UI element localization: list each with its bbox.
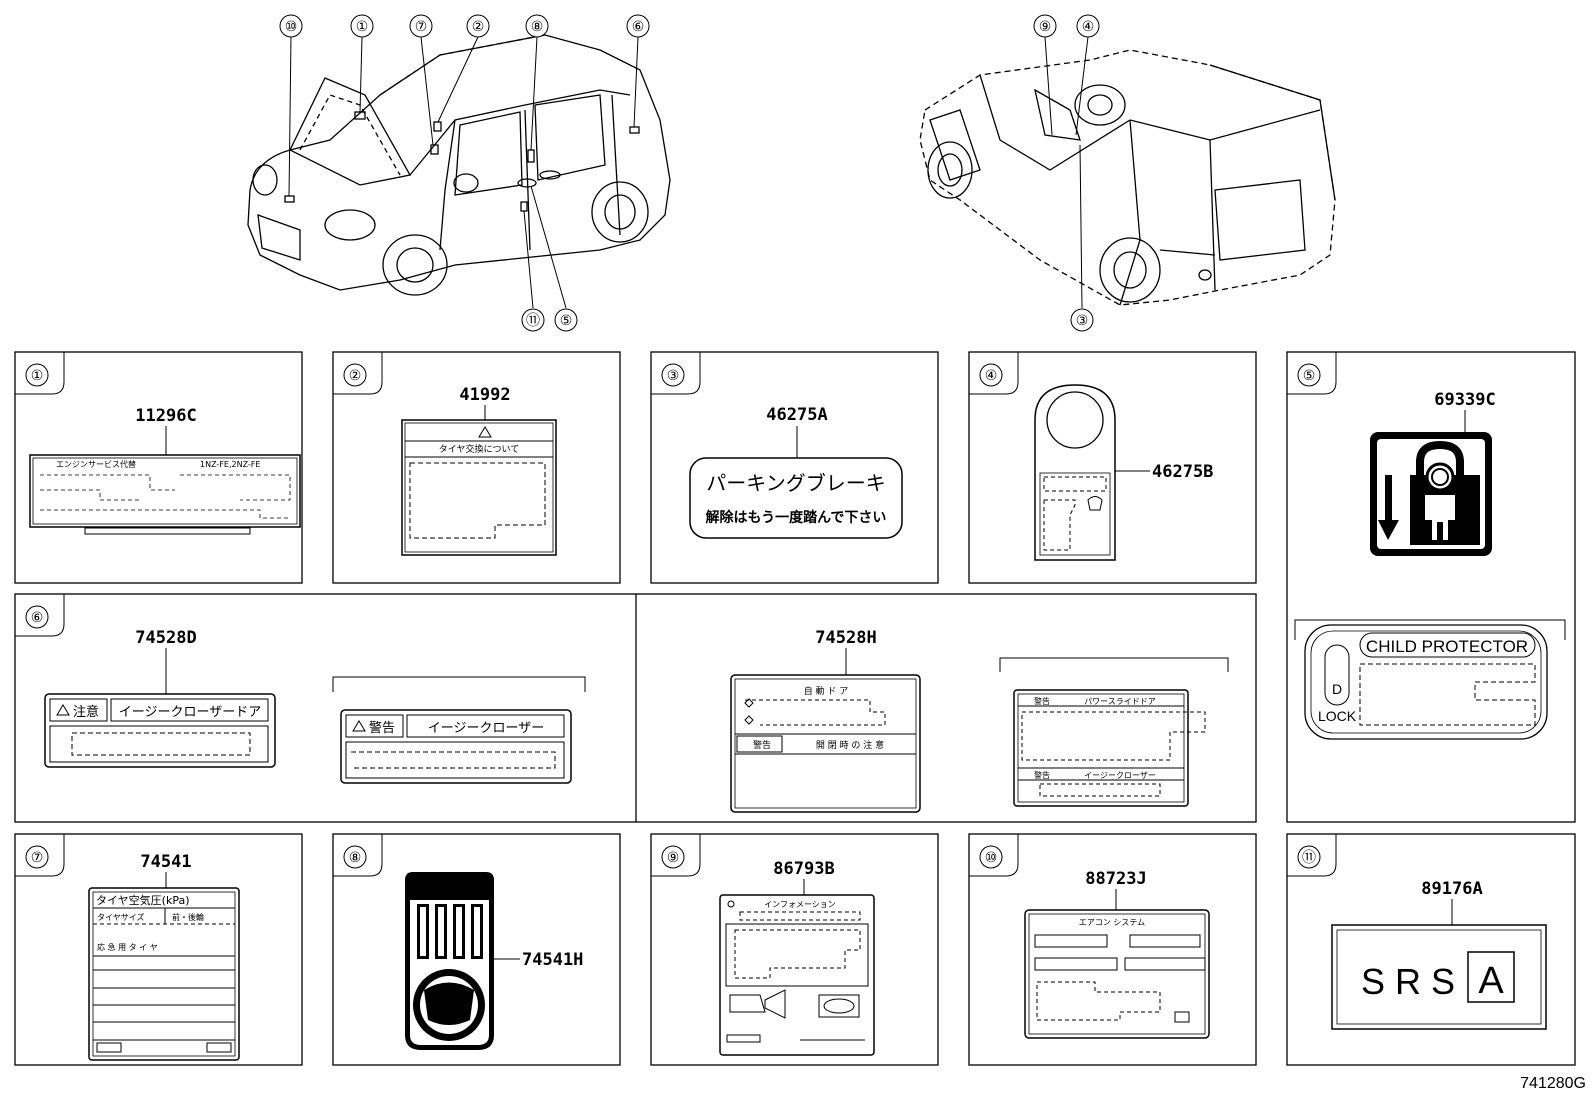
part-number: 11296C xyxy=(135,406,196,426)
panel-number: ⑦ xyxy=(31,850,44,866)
svg-text:応 急 用 タ イ ヤ: 応 急 用 タ イ ヤ xyxy=(97,942,158,952)
svg-text:自 動 ド ア: 自 動 ド ア xyxy=(804,685,849,697)
callout-circle: ⑪ xyxy=(521,308,545,332)
svg-text:前・後輪: 前・後輪 xyxy=(172,912,204,922)
svg-text:⑧: ⑧ xyxy=(531,19,544,35)
panel-number: ⑩ xyxy=(985,850,998,866)
panel-6-auto-door-labels: 74528H 自 動 ド ア 警告 開 閉 時 の 注 意 警告 パワースライド… xyxy=(730,628,1229,813)
panel-11-srs-label: 89176A S R S A xyxy=(1331,879,1547,1030)
panel-4-hang-tag: 46275B xyxy=(1034,384,1213,561)
panel-frames xyxy=(14,351,1576,1066)
panel-8-fuel-label: 74541H xyxy=(405,872,583,1050)
panel-2-tire-label: 41992 タイヤ交換について xyxy=(401,385,557,556)
panel-9-information-label: 86793B インフォメーション xyxy=(719,859,875,1056)
svg-text:インフォメーション: インフォメーション xyxy=(764,900,836,909)
svg-text:⑤: ⑤ xyxy=(560,313,573,329)
svg-text:②: ② xyxy=(472,19,485,35)
svg-text:イージークローザー: イージークローザー xyxy=(428,721,544,736)
svg-text:⑨: ⑨ xyxy=(1039,19,1052,35)
svg-text:④: ④ xyxy=(1082,19,1095,35)
svg-text:パワースライドドア: パワースライドドア xyxy=(1084,697,1156,706)
svg-text:⑪: ⑪ xyxy=(526,313,540,329)
rear-callouts: ⑨ ④ ③ xyxy=(1033,14,1100,332)
front-leader-lines xyxy=(288,36,639,309)
callout-circle: ⑨ xyxy=(1033,14,1057,38)
part-number: 88723J xyxy=(1085,869,1146,889)
rear-leader-lines xyxy=(1044,36,1089,309)
svg-text:警告: 警告 xyxy=(1034,696,1050,706)
svg-text:CHILD PROTECTOR: CHILD PROTECTOR xyxy=(1366,637,1528,656)
panel-number: ⑤ xyxy=(1303,368,1316,384)
svg-text:解除はもう一度踏んで下さい: 解除はもう一度踏んで下さい xyxy=(706,509,887,526)
callout-circle: ① xyxy=(350,14,374,38)
svg-text:警告: 警告 xyxy=(369,720,395,736)
part-number: 69339C xyxy=(1434,390,1495,410)
svg-text:注意: 注意 xyxy=(73,704,99,720)
svg-text:警告: 警告 xyxy=(1034,770,1050,780)
svg-text:①: ① xyxy=(356,19,369,35)
part-number: 74541 xyxy=(140,852,191,872)
panel-number: ② xyxy=(349,368,362,384)
svg-text:警告: 警告 xyxy=(753,739,771,751)
part-number: 41992 xyxy=(459,385,510,405)
svg-text:A: A xyxy=(1478,960,1504,1002)
callout-circle: ⑥ xyxy=(626,14,650,38)
panel-number: ⑥ xyxy=(31,610,44,626)
diagram-reference-code: 741280G xyxy=(1520,1075,1586,1092)
part-number: 46275B xyxy=(1152,462,1213,482)
svg-text:S R S: S R S xyxy=(1361,961,1455,1002)
part-number: 89176A xyxy=(1421,879,1482,899)
part-number: 46275A xyxy=(766,405,827,425)
svg-text:エンジンサービス代替: エンジンサービス代替 xyxy=(56,459,136,469)
svg-text:イージークローザードア: イージークローザードア xyxy=(119,705,261,720)
panel-number: ③ xyxy=(667,368,680,384)
panel-5-child-lock: 69339C CHILD PROTECTOR D LOCK xyxy=(1294,390,1566,740)
front-car-illustration xyxy=(247,34,671,296)
panel-number: ⑪ xyxy=(1302,850,1316,866)
panel-number: ① xyxy=(31,368,44,384)
svg-text:タイヤ空気圧(kPa): タイヤ空気圧(kPa) xyxy=(96,893,190,907)
panel-tabs xyxy=(15,352,1337,877)
callout-circle: ⑦ xyxy=(409,14,433,38)
panel-number: ④ xyxy=(985,368,998,384)
svg-text:⑥: ⑥ xyxy=(632,19,645,35)
panel-1-engine-label: 11296C エンジンサービス代替 1NZ-FE,2NZ-FE xyxy=(29,406,301,535)
callout-circle: ③ xyxy=(1070,308,1094,332)
callout-circle: ② xyxy=(466,14,490,38)
panel-number: ⑨ xyxy=(667,850,680,866)
panel-numbers: ① ② ③ ④ ⑤ ⑥ ⑦ ⑧ ⑨ ⑩ ⑪ xyxy=(25,363,1321,869)
svg-text:1NZ-FE,2NZ-FE: 1NZ-FE,2NZ-FE xyxy=(200,460,260,469)
callout-circle: ⑧ xyxy=(525,14,549,38)
callout-circle: ④ xyxy=(1076,14,1100,38)
svg-text:イージークローザー: イージークローザー xyxy=(1084,771,1156,780)
part-number: 74541H xyxy=(522,950,583,970)
callout-circle: ⑤ xyxy=(554,308,578,332)
svg-text:タイヤサイズ: タイヤサイズ xyxy=(97,912,145,922)
svg-text:エアコン システム: エアコン システム xyxy=(1079,918,1145,927)
svg-text:⑦: ⑦ xyxy=(415,19,428,35)
svg-text:LOCK: LOCK xyxy=(1318,708,1357,724)
panel-7-tire-pressure-label: 74541 タイヤ空気圧(kPa) タイヤサイズ 前・後輪 応 急 用 タ イ … xyxy=(88,852,240,1061)
panel-6-easy-closer-labels: 74528D 注意 イージークローザードア 警告 イージークローザー xyxy=(44,628,586,784)
svg-text:タイヤ交換について: タイヤ交換について xyxy=(439,443,519,455)
svg-text:パーキングブレーキ: パーキングブレーキ xyxy=(706,471,885,495)
part-number: 74528D xyxy=(135,628,196,648)
callout-circle: ⑩ xyxy=(279,14,303,38)
svg-text:⑩: ⑩ xyxy=(285,19,298,35)
panel-3-parking-brake-label: 46275A パーキングブレーキ 解除はもう一度踏んで下さい xyxy=(689,405,903,539)
panel-10-aircon-label: 88723J エアコン システム xyxy=(1024,869,1210,1039)
svg-text:D: D xyxy=(1332,681,1342,697)
svg-text:開 閉 時 の 注 意: 開 閉 時 の 注 意 xyxy=(816,739,884,751)
part-number: 74528H xyxy=(815,628,876,648)
front-callouts: ⑩ ① ⑦ ② ⑧ ⑥ ⑪ ⑤ xyxy=(279,14,650,332)
panel-number: ⑧ xyxy=(349,850,362,866)
rear-car-illustration xyxy=(919,49,1336,306)
part-number: 86793B xyxy=(773,859,834,879)
svg-text:③: ③ xyxy=(1076,313,1089,329)
